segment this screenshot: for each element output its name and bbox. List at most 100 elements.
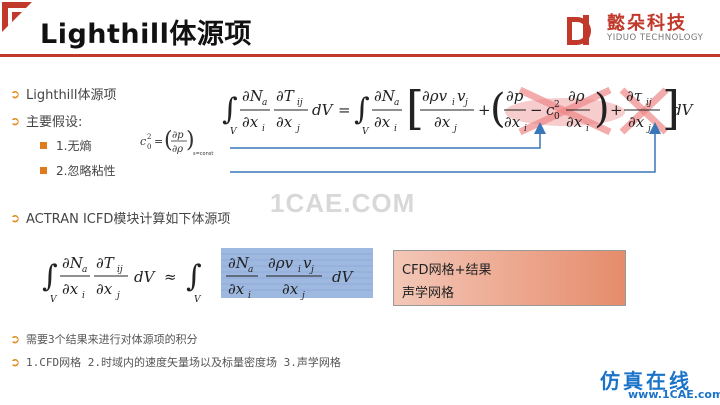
svg-text:dV: dV <box>134 268 157 286</box>
svg-text:∂x: ∂x <box>228 280 245 298</box>
svg-text:j: j <box>295 124 300 134</box>
sound-speed-subscript: s=const <box>193 151 213 157</box>
svg-text:ij: ij <box>117 265 123 275</box>
svg-text:∫: ∫ <box>354 92 370 127</box>
svg-text:j: j <box>115 291 120 301</box>
svg-text:∫: ∫ <box>186 259 202 294</box>
svg-text:∂τ: ∂τ <box>626 87 643 105</box>
svg-text:V: V <box>362 127 370 137</box>
bullet-text: 1.CFD网格 2.时域内的速度矢量场以及标量密度场 3.声学网格 <box>26 356 341 369</box>
svg-text:2: 2 <box>147 133 151 141</box>
cfd-requirements-box: CFD网格+结果 声学网格 <box>393 250 626 306</box>
svg-text:≈: ≈ <box>164 268 177 286</box>
svg-text:i: i <box>82 291 85 301</box>
svg-text:dV: dV <box>312 101 335 119</box>
svg-text:i: i <box>262 124 265 134</box>
title-rule <box>0 54 720 57</box>
svg-text:0: 0 <box>554 112 560 122</box>
svg-text:j: j <box>309 265 314 275</box>
svg-text:a: a <box>248 265 253 275</box>
bullet-assumptions: ➲ 主要假设: <box>10 111 82 131</box>
bullet-lighthill: ➲ Lighthill体源项 <box>10 84 117 104</box>
svg-text:c: c <box>546 101 555 119</box>
svg-text:∫: ∫ <box>222 92 238 127</box>
bullet-text: Lighthill体源项 <box>26 88 117 103</box>
svg-text:[: [ <box>406 81 424 135</box>
sound-speed-formula: c 2 0 = ( ∂p ∂ρ ) s=const <box>140 128 213 157</box>
svg-text:∂ρv: ∂ρv <box>422 87 448 105</box>
svg-text:∂x: ∂x <box>242 113 259 131</box>
assumption-text: 1.无熵 <box>56 139 92 153</box>
cfd-box-line2: 声学网格 <box>402 286 455 301</box>
svg-text:a: a <box>82 265 87 275</box>
svg-text:j: j <box>646 124 651 134</box>
bullet-text: 需要3个结果来进行对体源项的积分 <box>26 333 198 346</box>
svg-text:∂ρ: ∂ρ <box>172 144 183 155</box>
svg-text:v: v <box>303 254 312 272</box>
svg-text:j: j <box>452 124 457 134</box>
svg-text:(: ( <box>164 128 173 153</box>
bullet-arrow-icon: ➲ <box>10 332 21 346</box>
svg-text:∂N: ∂N <box>374 87 396 105</box>
bullet-text: ACTRAN ICFD模块计算如下体源项 <box>26 212 231 227</box>
svg-text:∂N: ∂N <box>62 254 84 272</box>
svg-text:∂x: ∂x <box>434 113 451 131</box>
actran-equation: ∫ V ∂N a ∂x i ∂T ij ∂x j dV ≈ ∫ V ∂N a ∂… <box>42 248 373 305</box>
svg-text:j: j <box>463 98 468 108</box>
svg-text:∂ρ: ∂ρ <box>568 87 585 105</box>
svg-text:a: a <box>262 98 267 108</box>
svg-text:ij: ij <box>646 98 652 108</box>
svg-text:+: + <box>610 101 623 119</box>
corner-logo-icon <box>2 2 32 32</box>
svg-text:c: c <box>140 135 146 148</box>
svg-text:+: + <box>478 101 491 119</box>
svg-text:2: 2 <box>554 100 560 110</box>
lighthill-equation: ∫ V ∂N a ∂x i ∂T ij ∂x j dV = ∫ V ∂N a ∂… <box>222 81 695 137</box>
cfd-box-line1: CFD网格+结果 <box>402 263 492 278</box>
svg-text:∂T: ∂T <box>276 87 295 105</box>
svg-text:∂x: ∂x <box>276 113 293 131</box>
svg-text:): ) <box>186 128 195 153</box>
svg-text:v: v <box>457 87 466 105</box>
svg-text:∂T: ∂T <box>96 254 115 272</box>
svg-text:−: − <box>530 101 543 119</box>
bullet-result-list: ➲ 1.CFD网格 2.时域内的速度矢量场以及标量密度场 3.声学网格 <box>10 354 341 370</box>
bullet-arrow-icon: ➲ <box>10 355 21 369</box>
svg-text:∂ρv: ∂ρv <box>268 254 294 272</box>
svg-text:]: ] <box>662 81 680 135</box>
svg-text:j: j <box>300 291 305 301</box>
footer-url[interactable]: www.1CAE.com <box>628 388 720 401</box>
svg-text:V: V <box>50 295 58 305</box>
svg-text:∂p: ∂p <box>506 87 524 105</box>
bullet-arrow-icon: ➲ <box>10 86 21 101</box>
svg-text:ij: ij <box>297 98 303 108</box>
brand-name: 懿朵科技 <box>607 13 687 34</box>
svg-text:∂x: ∂x <box>96 280 113 298</box>
svg-text:i: i <box>248 291 251 301</box>
assumption-item: 1.无熵 <box>40 137 91 154</box>
watermark: 1CAE.COM <box>270 188 416 218</box>
bullet-actran: ➲ ACTRAN ICFD模块计算如下体源项 <box>10 208 231 228</box>
svg-text:∂N: ∂N <box>242 87 264 105</box>
svg-text:∫: ∫ <box>42 259 58 294</box>
svg-text:∂x: ∂x <box>282 280 299 298</box>
svg-text:∂x: ∂x <box>566 113 583 131</box>
svg-text:∂x: ∂x <box>62 280 79 298</box>
svg-text:=: = <box>154 135 163 148</box>
brand-logo-icon <box>567 15 591 45</box>
svg-text:V: V <box>194 295 202 305</box>
svg-text:∂p: ∂p <box>172 130 184 141</box>
svg-text:V: V <box>230 127 238 137</box>
page-title: Lighthill体源项 <box>40 19 252 50</box>
svg-text:i: i <box>298 265 301 275</box>
svg-text:0: 0 <box>147 143 151 151</box>
svg-text:i: i <box>524 124 527 134</box>
highlight-box <box>221 248 373 298</box>
svg-text:∂N: ∂N <box>228 254 250 272</box>
svg-text:(: ( <box>490 86 506 132</box>
footer-logo: 仿真在线 <box>600 369 692 393</box>
svg-text:∂x: ∂x <box>374 113 391 131</box>
svg-text:∂x: ∂x <box>628 113 645 131</box>
